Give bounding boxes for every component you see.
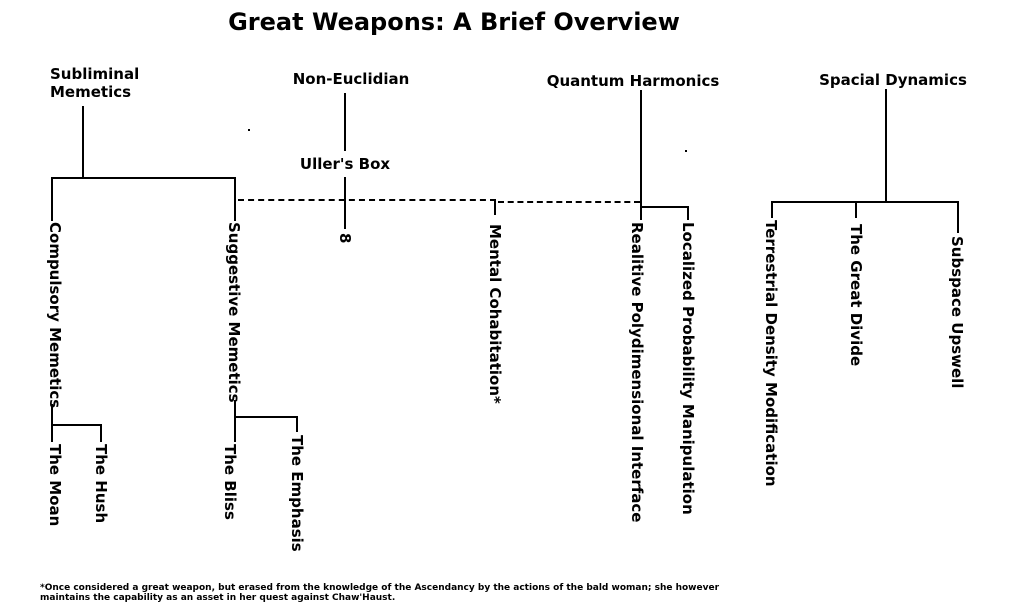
category-subliminal-line2: Memetics <box>50 83 132 101</box>
weapon-the-emphasis: The Emphasis <box>288 435 306 552</box>
connector <box>344 177 346 229</box>
connector <box>234 400 236 442</box>
weapon-the-great-divide: The Great Divide <box>847 224 865 367</box>
connector <box>885 89 887 203</box>
category-non-euclidian: Non-Euclidian <box>292 70 410 88</box>
connector <box>771 201 773 218</box>
weapon-mental-cohabitation: Mental Cohabitation* <box>486 224 504 404</box>
footnote-line2: maintains the capability as an asset in … <box>40 593 396 603</box>
weapon-the-bliss: The Bliss <box>221 444 239 520</box>
connector <box>344 93 346 151</box>
weapon-suggestive-memetics: Suggestive Memetics <box>225 222 243 403</box>
category-subliminal-memetics: Subliminal Memetics <box>50 65 139 101</box>
weapon-subspace-upswell: Subspace Upswell <box>948 236 966 389</box>
diagram-title: Great Weapons: A Brief Overview <box>228 8 680 36</box>
weapon-localized-probability-manipulation: Localized Probability Manipulation <box>679 222 697 515</box>
weapon-compulsory-memetics: Compulsory Memetics <box>46 222 64 409</box>
connector <box>51 424 102 426</box>
connector <box>640 90 642 208</box>
weapon-realitive-polydimensional-interface: Realitive Polydimensional Interface <box>628 222 646 523</box>
connector <box>82 106 84 178</box>
connector <box>855 201 857 218</box>
category-subliminal-line1: Subliminal <box>50 65 140 83</box>
connector <box>51 404 53 442</box>
connector <box>234 177 236 221</box>
stray-dot <box>248 129 250 131</box>
connector <box>296 416 298 432</box>
connector <box>100 424 102 442</box>
connector <box>51 177 236 179</box>
connector <box>51 177 53 221</box>
category-quantum-harmonics: Quantum Harmonics <box>546 72 720 90</box>
dashed-link <box>238 199 496 201</box>
dashed-link <box>498 201 640 203</box>
category-spacial-dynamics: Spacial Dynamics <box>819 71 967 89</box>
weapon-the-moan: The Moan <box>46 444 64 527</box>
stray-dot <box>685 150 687 152</box>
connector <box>771 201 959 203</box>
weapon-terrestrial-density-modification: Terrestrial Density Modification <box>762 220 780 487</box>
connector <box>494 199 496 215</box>
connector <box>957 201 959 233</box>
connector <box>640 206 689 208</box>
connector <box>234 416 298 418</box>
footnote: *Once considered a great weapon, but era… <box>40 583 740 603</box>
connector <box>640 206 642 220</box>
connector <box>687 206 689 220</box>
weapon-eight: 8 <box>336 233 354 244</box>
subcategory-ullers-box: Uller's Box <box>299 155 391 173</box>
footnote-line1: *Once considered a great weapon, but era… <box>40 583 720 593</box>
weapon-the-hush: The Hush <box>92 444 110 524</box>
